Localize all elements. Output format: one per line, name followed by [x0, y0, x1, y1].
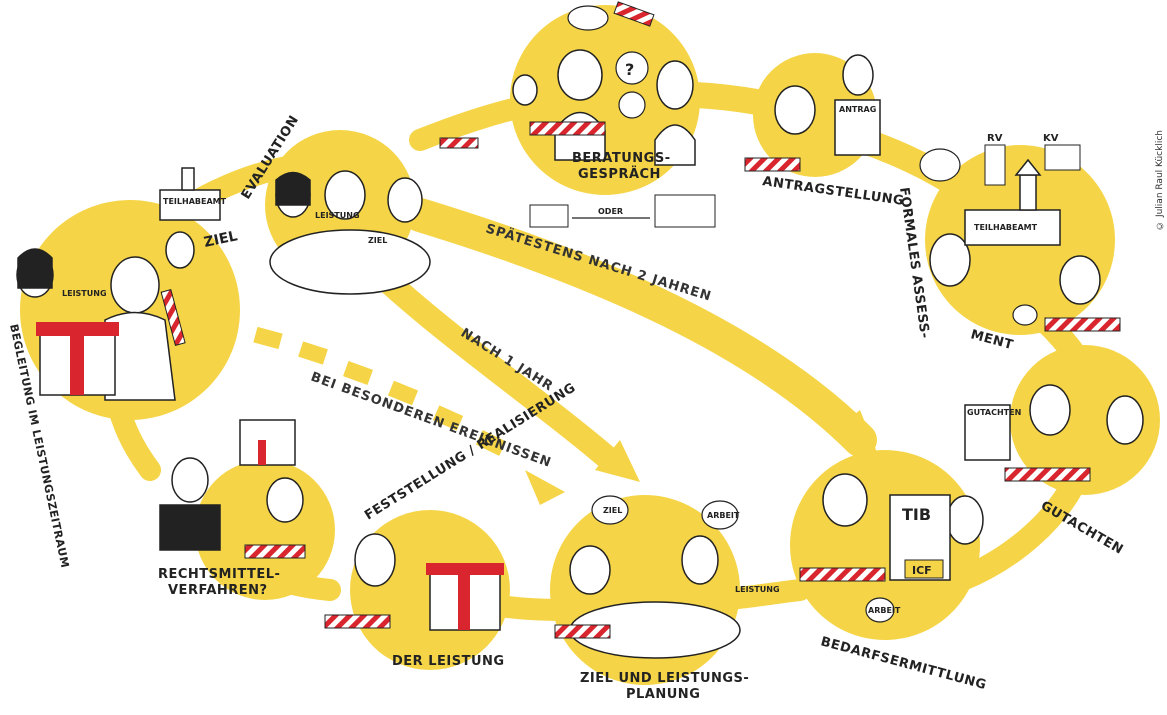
leistung-tag-ziel: LEISTUNG: [735, 585, 780, 594]
ziel-sign-begleitung: ZIEL: [203, 228, 240, 251]
evaluation-table: [269, 229, 431, 295]
documents-rv-kv: RV KV: [984, 133, 1081, 186]
gift-box-begleitung: [36, 322, 119, 396]
gift-box-feststellung: [426, 563, 504, 631]
svg-text:GUTACHTEN: GUTACHTEN: [967, 408, 1021, 417]
document-gutachten: GUTACHTEN: [964, 404, 1021, 461]
building-assessment: [964, 158, 1061, 246]
speech-bubbles: [567, 5, 1038, 623]
label-bedarf: BEDARFSERMITTLUNG: [819, 634, 988, 693]
label-feststellung-2: DER LEISTUNG: [392, 654, 505, 669]
label-beratung-1: BERATUNGS-: [572, 151, 671, 166]
svg-text:KV: KV: [1043, 133, 1059, 144]
label-antrag: ANTRAGSTELLUNG: [761, 174, 905, 209]
document-tib: TIB ICF: [889, 494, 951, 581]
label-beratung-2: GESPRÄCH: [578, 166, 661, 182]
label-rechtsmittel-1: RECHTSMITTEL-: [158, 567, 280, 582]
building-assessment-label: TEILHABEAMT: [974, 223, 1038, 232]
arrow-special-events: [253, 326, 565, 505]
leistung-tag-begleitung: LEISTUNG: [62, 289, 107, 298]
ziel-sign-evaluation: ZIEL: [368, 236, 387, 245]
people-sketches: [16, 49, 1144, 595]
question-mark: ?: [625, 60, 634, 79]
open-box-rechtsmittel: [239, 419, 296, 466]
svg-text:RV: RV: [987, 133, 1003, 144]
document-antrag: ANTRAG: [834, 99, 881, 156]
label-ziel-1: ZIEL UND LEISTUNGS-: [580, 671, 749, 686]
arrow-one-year: [358, 253, 640, 482]
label-assessment-1: FORMALES ASSESS-: [896, 186, 932, 339]
label-rechtsmittel-2: VERFAHREN?: [168, 583, 268, 598]
svg-text:ICF: ICF: [912, 564, 932, 577]
oder-connector: ODER: [529, 194, 716, 228]
building-begleitung-label: TEILHABEAMT: [163, 197, 227, 206]
arrow-two-years: [403, 198, 880, 460]
bubble-arbeit-ziel: ARBEIT: [707, 511, 740, 520]
svg-text:TIB: TIB: [902, 505, 931, 524]
bubble-arbeit-bedarf: ARBEIT: [868, 606, 901, 615]
svg-text:ODER: ODER: [598, 207, 623, 216]
svg-text:ANTRAG: ANTRAG: [839, 105, 876, 114]
bubble-ziel: ZIEL: [603, 506, 622, 515]
leistung-tag-evaluation: LEISTUNG: [315, 211, 360, 220]
photo-credit: © Julian Raul Kücklich: [1155, 130, 1165, 230]
barriers: [160, 1, 1121, 639]
building-begleitung: [159, 167, 221, 221]
label-ziel-2: PLANUNG: [626, 687, 700, 702]
